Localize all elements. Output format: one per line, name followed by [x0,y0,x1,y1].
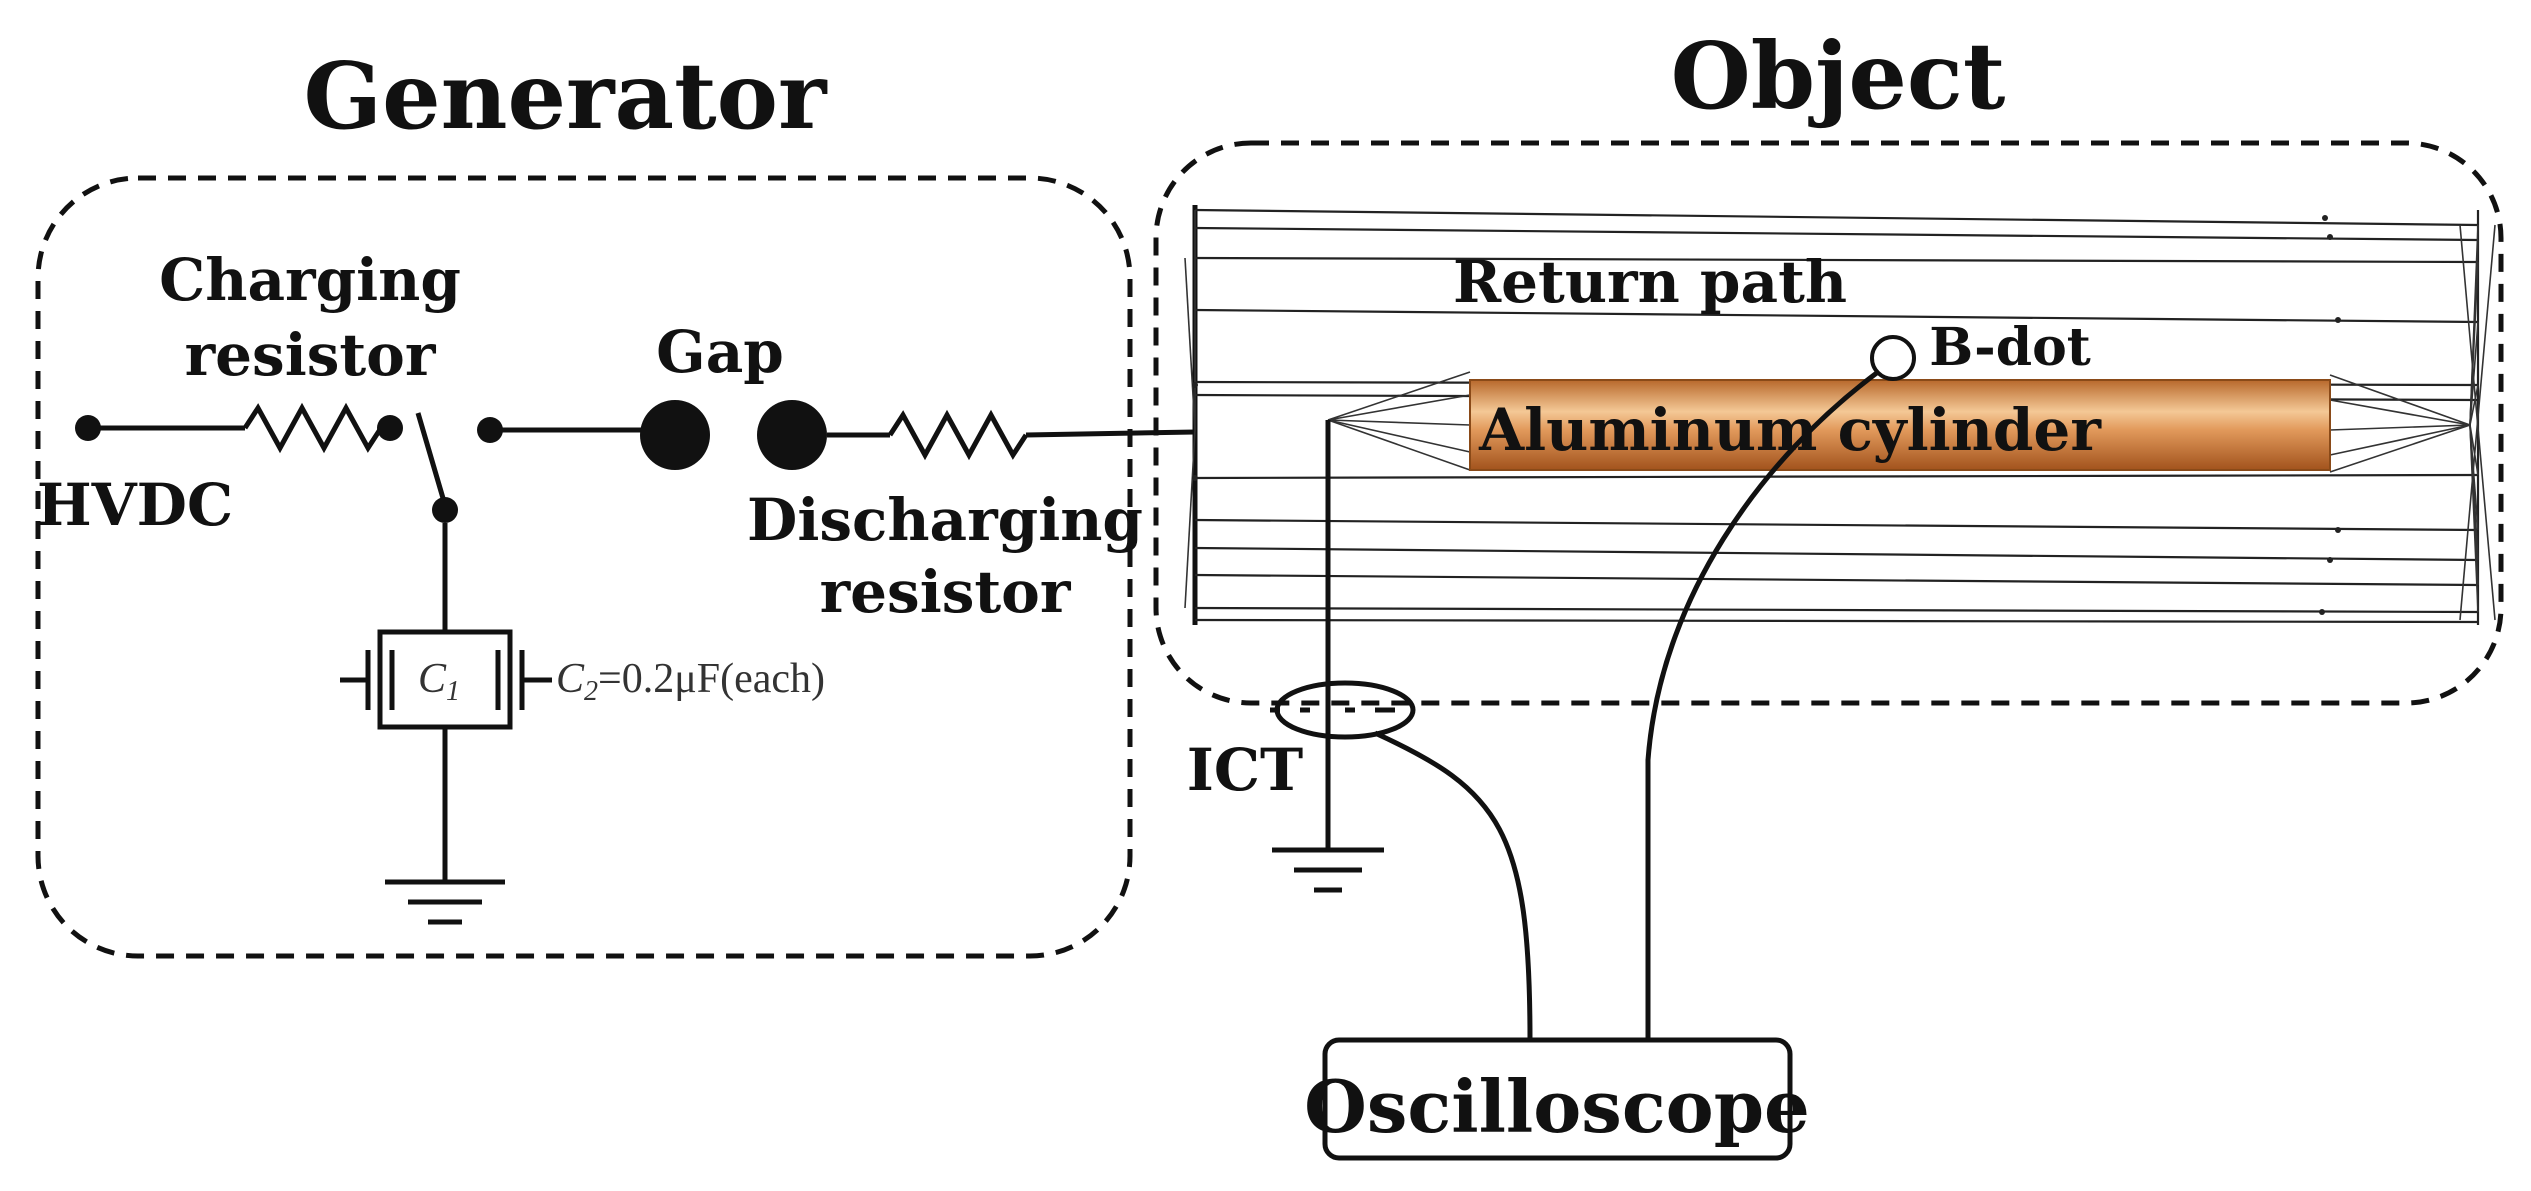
switch-node-left [377,415,403,441]
generator-circuit [75,400,1196,925]
aluminum-cylinder [1469,379,2331,471]
gap-sphere-right [757,400,827,470]
gap-sphere-left [640,400,710,470]
oscilloscope-box [1322,1037,1793,1161]
generator-title: Generator [304,42,828,150]
ict-cable [1373,730,1533,1041]
charging-resistor-label-1: Charging [159,246,461,314]
c1-label: C1 [418,656,460,707]
generator-ground-icon [385,879,505,925]
object-ground-icon [1272,847,1384,893]
discharging-resistor [887,409,1029,461]
discharging-resistor-label-1: Discharging [747,486,1143,554]
object-box [1153,140,2504,706]
object-title: Object [1671,22,2006,130]
c2-value-label: C2=0.2μF(each) [556,656,825,707]
bdot-label: B-dot [1929,317,2091,378]
aluminum-cylinder-assembly [1327,371,2471,473]
return-path-label: Return path [1453,248,1847,316]
gap-label: Gap [656,318,784,386]
bdot-cable [1645,369,1880,1040]
discharging-resistor-label-2: resistor [820,558,1072,626]
switch-blade [415,412,448,506]
charging-resistor [242,402,384,454]
hvdc-label: HVDC [37,471,233,539]
switch-node-bottom [432,497,458,523]
bdot-probe [1870,335,1916,381]
charging-resistor-label-2: resistor [185,321,437,389]
ict-label: ICT [1187,736,1303,804]
oscilloscope-label: Oscilloscope [1304,1064,1810,1149]
generator-box [35,175,1133,959]
cylinder-label: Aluminum cylinder [1478,396,2102,464]
